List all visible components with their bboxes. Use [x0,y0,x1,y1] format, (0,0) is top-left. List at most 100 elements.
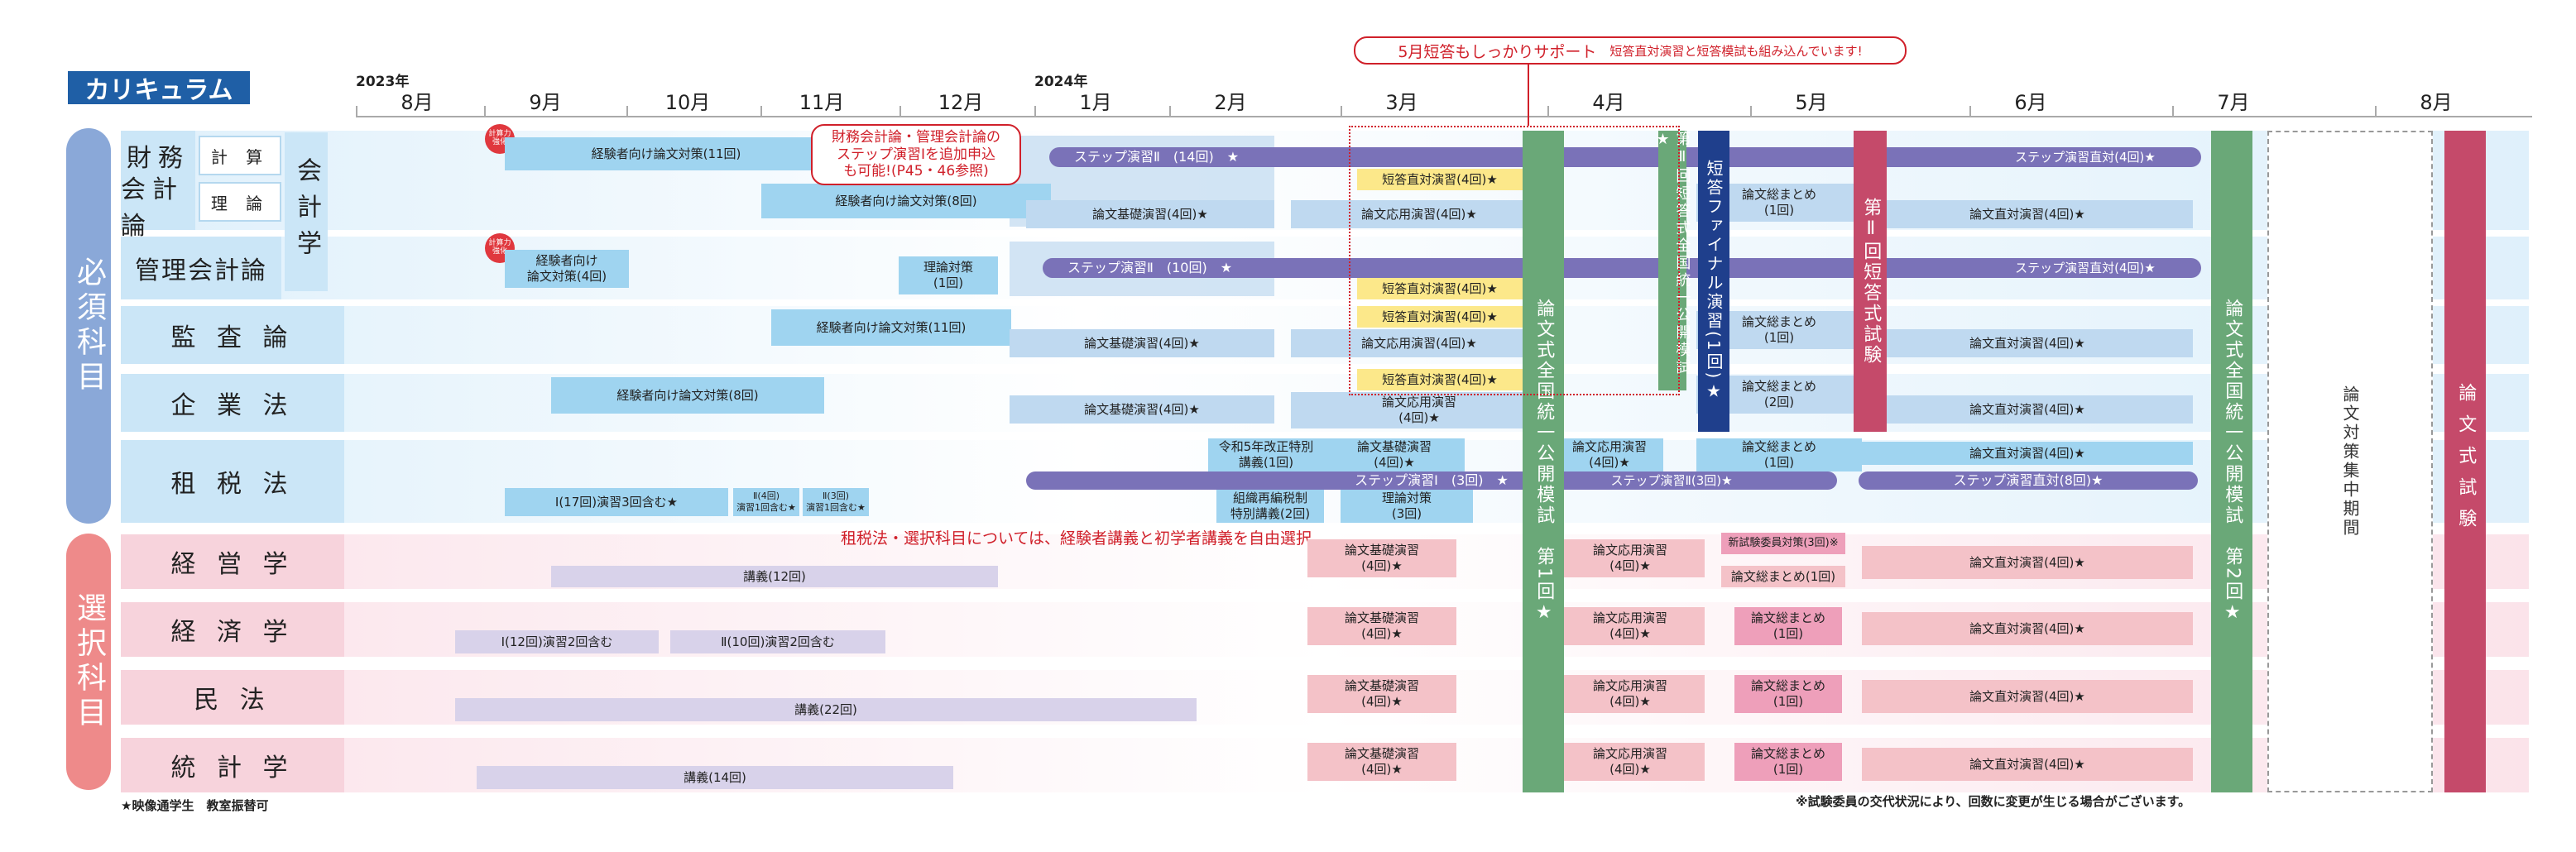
subject-sozei: 租 税 法 [121,440,344,523]
bar-kanri-tantou: 短答直対演習(4回)★ [1357,278,1523,299]
month-tick [2172,106,2174,117]
month-label: 3月 [1385,91,1418,114]
bar-sozei-3: Ⅱ(3回) 演習1回含む★ [803,488,869,516]
month-label: 9月 [529,91,562,114]
subject-kansa: 監 査 論 [121,306,344,364]
month-label: 6月 [2014,91,2047,114]
month-tick [2375,106,2377,117]
bar-kigyo-oyo: 論文応用演習 (4回)★ [1291,392,1547,428]
subject-keizai: 経 済 学 [121,602,344,657]
bar-sozei-matome: 論文総まとめ (1回) [1696,438,1862,471]
bar-kansa-chokutai: 論文直対演習(4回)★ [1862,329,2193,357]
bar-keizai-oyo: 論文応用演習 (4回)★ [1556,607,1705,645]
month-tick [1750,106,1752,117]
footer-note-right: ※試験委員の交代状況により、回数に変更が生じる場合がございます。 [1796,794,2191,809]
month-tick [1547,106,1549,117]
bar-tokei-kiso: 論文基礎演習 (4回)★ [1307,743,1456,781]
vbar-intensive: 論文対策集中期間 [2267,131,2433,792]
subject-kaikeiron: 会計論 [121,175,195,241]
callout-sub: 短答直対演習と短答模試も組み込んでいます! [1609,43,1863,59]
bar-tokei-chokutai: 論文直対演習(4回)★ [1862,748,2193,781]
bar-zaimu-tantou: 短答直対演習(4回)★ [1357,169,1523,190]
bar-zaimu-oyo: 論文応用演習(4回)★ [1291,200,1547,228]
month-tick [899,106,901,117]
bar-zaimu-step-direct: ステップ演習直対(4回)★ [2015,149,2156,165]
bar-sozei-kiso: 論文基礎演習 (4回)★ [1324,438,1465,471]
bar-sozei-kaisei: 令和5年改正特別 講義(1回) [1208,438,1324,471]
year-2024: 2024年 [1034,74,1088,90]
vbar-exam-ronbun: 論文式試験 [2444,131,2486,792]
subject-keisan: 計 算 [199,136,281,175]
bar-zaimu-chokutai: 論文直対演習(4回)★ [1862,200,2193,228]
bar-minpo-chokutai: 論文直対演習(4回)★ [1862,680,2193,713]
month-tick [1969,106,1971,117]
bar-kigyo-experience: 経験者向け論文対策(8回) [551,377,824,414]
page-title: カリキュラム [68,71,250,105]
bar-kigyo-kiso: 論文基礎演習(4回)★ [1010,395,1274,424]
vbar-exam-tantou: 第Ⅱ回短答式試験 [1854,131,1887,432]
bar-kansa-kiso: 論文基礎演習(4回)★ [1010,329,1274,357]
subject-riron: 理 論 [199,182,281,222]
axis-line [356,116,2532,117]
bar-tokei-lecture: 講義(14回) [477,766,953,789]
month-tick [1341,106,1342,117]
month-tick [356,106,357,117]
bar-zaimu-experience: 経験者向け論文対策(11回) [505,137,827,170]
bar-minpo-matome: 論文総まとめ (1回) [1734,675,1842,713]
callout-may-tantou: 5月短答もしっかりサポート 短答直対演習と短答模試も組み込んでいます! [1354,36,1907,65]
bar-kansa-tantou: 短答直対演習(4回)★ [1357,306,1523,328]
bar-kansa-experience: 経験者向け論文対策(11回) [771,309,1011,346]
bar-sozei-riron: 理論対策 (3回) [1341,490,1473,523]
bar-sozei-soshiki: 組織再編税制 特別講義(2回) [1216,490,1324,523]
subject-minpo: 民 法 [121,670,344,725]
bar-kanri-riron: 理論対策 (1回) [899,256,998,294]
bar-sozei-2: Ⅱ(4回) 演習1回含む★ [733,488,799,516]
callout-main: 5月短答もしっかりサポート [1398,42,1597,61]
bar-kanri-experience: 経験者向け 論文対策(4回) [505,250,629,288]
vbar-final: 短答ファイナル演習(1回)★ [1698,131,1729,432]
subject-kigyo: 企 業 法 [121,374,344,432]
bar-minpo-lecture: 講義(22回) [455,698,1197,721]
bar-keizai-chokutai: 論文直対演習(4回)★ [1862,612,2193,645]
bar-minpo-kiso: 論文基礎演習 (4回)★ [1307,675,1456,713]
category-elective: 選択科目 [66,534,111,790]
month-label: 8月 [401,91,434,114]
bar-tokei-oyo: 論文応用演習 (4回)★ [1556,743,1705,781]
subject-keiei: 経 営 学 [121,534,344,589]
bar-sozei-oyo: 論文応用演習 (4回)★ [1556,438,1663,471]
month-label: 10月 [664,91,711,114]
bar-sozei-step1: ステップ演習Ⅰ (3回) ★ [1026,471,1837,490]
callout-step1: 財務会計論・管理会計論の ステップ演習Ⅰを追加申込 も可能!(P45・46参照) [811,124,1021,185]
month-tick [626,106,628,117]
bar-keiei-shin: 新試験委員対策(3回)※ [1721,533,1845,554]
bar-kigyo-tantou: 短答直対演習(4回)★ [1357,369,1523,390]
footer-note-left: ★映像通学生 教室振替可 [121,798,269,813]
month-label: 12月 [938,91,984,114]
year-2023: 2023年 [356,74,410,90]
month-label: 1月 [1079,91,1112,114]
month-label: 5月 [1795,91,1828,114]
category-required: 必須科目 [66,128,111,524]
bar-minpo-oyo: 論文応用演習 (4回)★ [1556,675,1705,713]
bar-keizai-2: Ⅱ(10回)演習2回含む [670,630,885,653]
vbar-mock1: 論文式全国統一公開模試 第1回★ [1523,131,1564,792]
bar-sozei-1: Ⅰ(17回)演習3回含む★ [505,488,728,516]
subject-tokei: 統 計 学 [121,738,344,792]
subject-kanri: 管理会計論 [121,237,281,299]
vbar-tantou-mock: 第Ⅱ回短答式全国統一公開模試★ [1654,131,1691,390]
bar-keizai-kiso: 論文基礎演習 (4回)★ [1307,607,1456,645]
highlight-region [1349,126,1680,395]
month-label: 11月 [799,91,845,114]
bar-kanri-step2: ステップ演習Ⅱ (10回) ★ [1043,258,2201,278]
bar-sozei-step-direct: ステップ演習直対(8回)★ [1859,471,2198,490]
month-label: 7月 [2217,91,2250,114]
month-tick [1034,106,1036,117]
bar-zaimu-kiso: 論文基礎演習(4回)★ [1026,200,1274,228]
bar-zaimu-step2: ステップ演習Ⅱ (14回) ★ [1049,147,2201,167]
month-tick [760,106,762,117]
bar-keiei-lecture: 講義(12回) [551,566,998,587]
month-label: 2月 [1214,91,1247,114]
bar-kanri-step-direct: ステップ演習直対(4回)★ [2015,260,2156,275]
bar-keiei-chokutai: 論文直対演習(4回)★ [1862,546,2193,579]
bar-kigyo-chokutai: 論文直対演習(4回)★ [1862,395,2193,424]
